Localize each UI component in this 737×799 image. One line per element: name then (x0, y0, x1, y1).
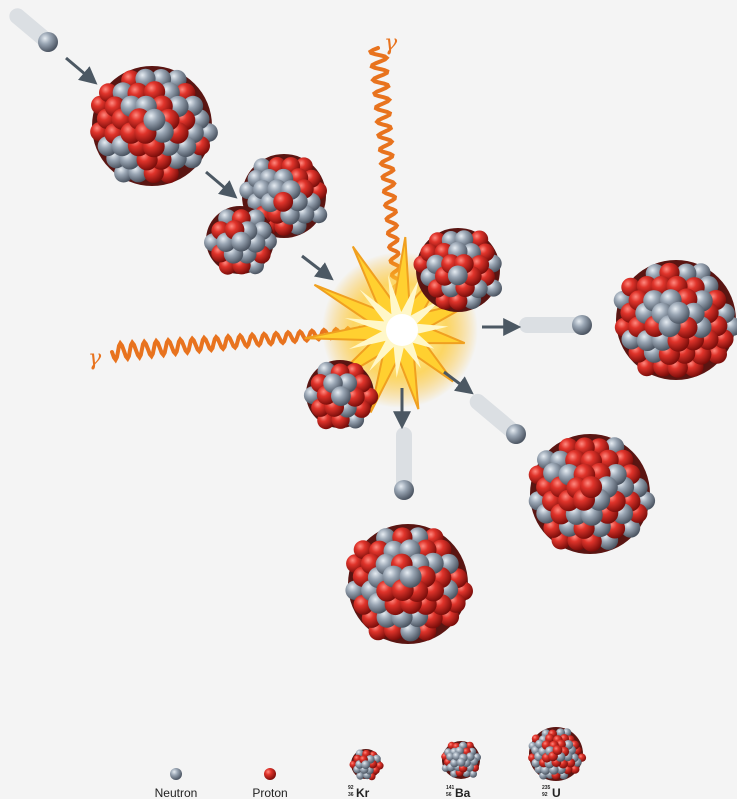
arrow-incoming-3 (301, 254, 334, 281)
excited-nucleus-upper (239, 154, 328, 238)
gamma-label-top: γ (384, 31, 398, 56)
svg-text:Kr: Kr (356, 786, 370, 799)
legend-krypton-label: 92 36 Kr (348, 785, 370, 799)
krypton-nucleus (528, 434, 656, 554)
neutron-outgoing-right (519, 315, 592, 335)
fragment-lower (303, 360, 379, 430)
svg-text:92: 92 (348, 785, 354, 791)
gamma-label-left: γ (88, 346, 102, 371)
svg-text:56: 56 (446, 792, 452, 798)
arrow-incoming-2 (205, 170, 238, 199)
svg-text:141: 141 (446, 785, 455, 791)
legend: Neutron Proton 92 36 Kr 141 56 Ba 235 92… (155, 727, 587, 799)
uranium-nucleus-bottom (345, 524, 474, 644)
svg-text:36: 36 (348, 792, 354, 798)
fragment-upper (413, 228, 502, 312)
legend-proton-label: Proton (252, 786, 287, 799)
legend-neutron-label: Neutron (155, 786, 198, 799)
legend-proton-icon (264, 768, 276, 780)
legend-krypton-icon (349, 749, 384, 781)
legend-neutron-icon (170, 768, 182, 780)
svg-text:235: 235 (542, 785, 551, 791)
motion-arrows (65, 56, 522, 430)
uranium-235-nucleus (90, 66, 218, 186)
arrow-outgoing-diag (443, 370, 474, 395)
legend-uranium-label: 235 92 U (542, 785, 561, 799)
arrow-incoming-1 (65, 56, 98, 85)
svg-text:U: U (552, 786, 561, 799)
legend-barium-icon (441, 741, 481, 779)
excited-nucleus-lower (204, 206, 277, 275)
legend-uranium-icon (528, 727, 587, 781)
neutron-outgoing-down (394, 427, 414, 500)
barium-nucleus (613, 260, 737, 380)
legend-barium-label: 141 56 Ba (446, 785, 471, 799)
svg-text:92: 92 (542, 792, 548, 798)
neutron-incoming (9, 8, 58, 52)
svg-text:Ba: Ba (455, 786, 471, 799)
neutron-outgoing-diag (469, 393, 526, 444)
